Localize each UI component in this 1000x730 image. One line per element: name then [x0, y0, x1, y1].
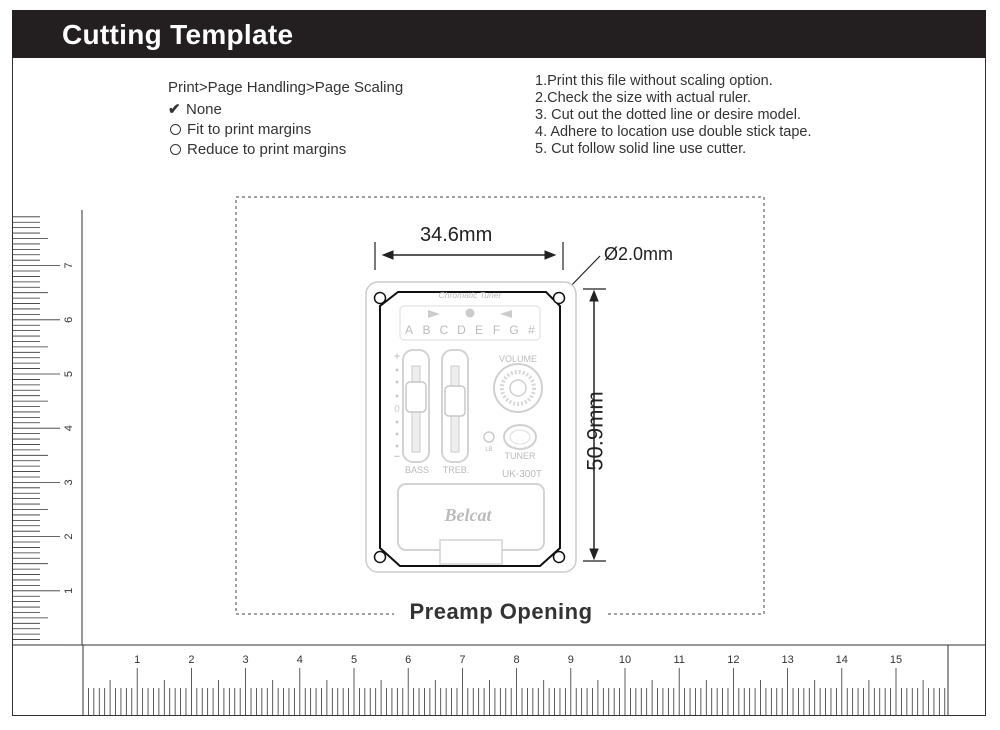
- ruler-label: 15: [890, 654, 902, 666]
- note-letter: #: [528, 323, 535, 337]
- mounting-hole: [552, 550, 566, 564]
- ruler-label: 5: [63, 371, 75, 377]
- note-letter: B: [422, 323, 430, 337]
- ruler-label: 1: [134, 654, 140, 666]
- ruler-label: 9: [568, 654, 574, 666]
- low-battery-led: [483, 431, 495, 443]
- note-letter: E: [475, 323, 483, 337]
- model-label: UK-300T: [502, 469, 542, 480]
- ruler-label: 11: [673, 654, 684, 666]
- radio-circle-icon: [170, 124, 181, 135]
- note-letter: C: [440, 323, 449, 337]
- note-letter: G: [509, 323, 518, 337]
- mounting-hole: [373, 550, 387, 564]
- ruler-label: 7: [459, 654, 465, 666]
- instruction-step: 3. Cut out the dotted line or desire mod…: [535, 107, 801, 123]
- radio-circle-icon: [170, 144, 181, 155]
- ruler-label: 5: [351, 654, 357, 666]
- page-title: Cutting Template: [62, 19, 294, 50]
- width-dimension-label: 34.6mm: [420, 224, 493, 246]
- width-dimension: [374, 242, 564, 270]
- brand-logo: Belcat: [444, 505, 493, 525]
- scaling-instructions: Print>Page Handling>Page Scaling ✔ None F…: [168, 78, 403, 160]
- preamp-plate: [365, 281, 577, 573]
- treb-label: TREB.: [443, 465, 470, 475]
- ruler-label: 13: [781, 654, 793, 666]
- lb-label: LB: [485, 447, 492, 453]
- ruler-label: 2: [188, 654, 194, 666]
- plus-icon: +: [394, 351, 400, 363]
- scaling-option-label: Fit to print margins: [187, 121, 312, 138]
- tuner-top-label: Chromatic Tuner: [439, 290, 503, 300]
- note-letter: D: [457, 323, 466, 337]
- scaling-option-label: Reduce to print margins: [187, 141, 347, 158]
- scaling-option-reduce: Reduce to print margins: [168, 140, 403, 160]
- ruler-label: 12: [727, 654, 739, 666]
- ruler-label: 3: [63, 479, 75, 485]
- scaling-option-label: None: [186, 101, 222, 118]
- ruler-label: 2: [63, 534, 75, 540]
- ruler-label: 6: [405, 654, 411, 666]
- ruler-label: 1: [63, 588, 75, 594]
- preamp-opening-label: Preamp Opening: [394, 599, 608, 625]
- tuner-label: TUNER: [505, 451, 536, 461]
- ruler-label: 3: [243, 654, 249, 666]
- hole-diameter-label: Ø2.0mm: [604, 244, 674, 264]
- height-dimension-label: 50.9mm: [582, 391, 608, 471]
- minus-icon: −: [394, 451, 400, 463]
- instruction-step: 2.Check the size with actual ruler.: [535, 90, 751, 106]
- bass-label: BASS: [405, 465, 429, 475]
- instruction-list: 1.Print this file without scaling option…: [535, 73, 812, 158]
- zero-mark-icon: 0: [394, 404, 400, 415]
- vertical-ruler: 1 2 3 4 5 6 7: [12, 210, 83, 646]
- ruler-label: 14: [836, 654, 848, 666]
- scaling-option-none: ✔ None: [168, 100, 403, 120]
- ruler-label: 6: [63, 317, 75, 323]
- instruction-step: 5. Cut follow solid line use cutter.: [535, 141, 747, 157]
- checkmark-icon: ✔: [168, 101, 181, 118]
- instruction-step: 4. Adhere to location use double stick t…: [535, 124, 812, 140]
- instruction-step: 1.Print this file without scaling option…: [535, 73, 773, 89]
- ruler-label: 10: [619, 654, 631, 666]
- header-bar: Cutting Template: [12, 10, 986, 58]
- ruler-label: 8: [514, 654, 520, 666]
- scaling-option-fit: Fit to print margins: [168, 120, 403, 140]
- height-dimension: [583, 288, 606, 562]
- note-letter: A: [405, 323, 413, 337]
- ruler-label: 4: [63, 425, 75, 431]
- scaling-path: Print>Page Handling>Page Scaling: [168, 79, 404, 96]
- ruler-label: 7: [63, 263, 75, 269]
- mounting-hole: [552, 291, 566, 305]
- note-letter: F: [493, 323, 500, 337]
- volume-label: VOLUME: [499, 354, 537, 364]
- mounting-hole: [373, 291, 387, 305]
- ruler-label: 4: [297, 654, 303, 666]
